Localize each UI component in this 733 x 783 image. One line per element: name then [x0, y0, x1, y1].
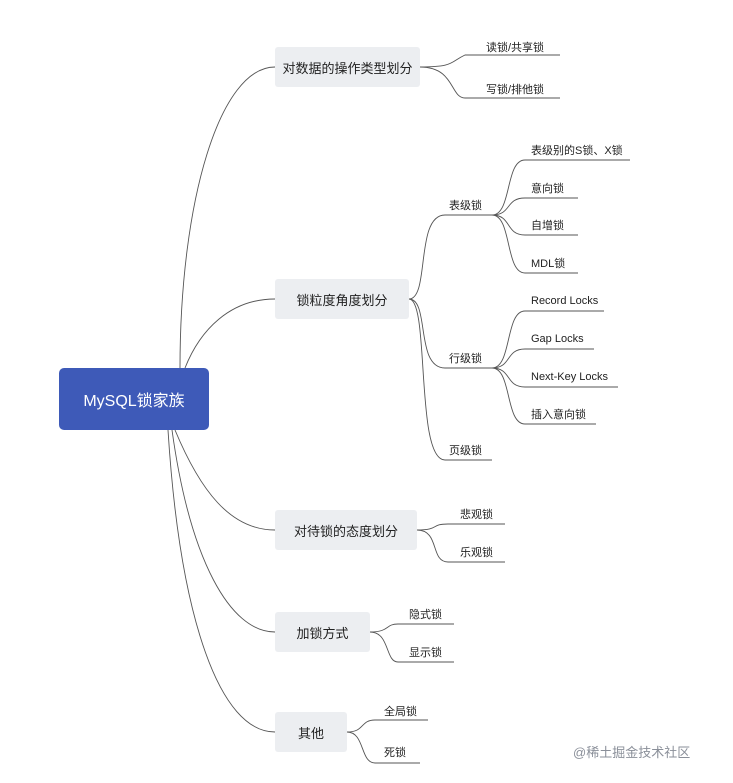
leaf-implicit-lock[interactable]: 隐式锁: [409, 609, 442, 621]
leaf-explicit-lock[interactable]: 显示锁: [409, 647, 442, 659]
connector-g0-c1: [491, 197, 578, 216]
leaf-record-locks[interactable]: Record Locks: [531, 295, 599, 307]
connector-b0: [419, 54, 560, 68]
connector-b4-c1: [346, 731, 420, 764]
leaf-deadlock[interactable]: 死锁: [384, 747, 406, 759]
connector-b1-g1: [408, 298, 492, 369]
leaf-auto-inc-lock[interactable]: 自增锁: [531, 220, 564, 232]
group-row-lock[interactable]: 行级锁: [449, 353, 482, 365]
connector-b2-c1: [416, 529, 505, 563]
leaf-write-lock[interactable]: 写锁/排他锁: [486, 84, 545, 96]
connector-g1-c0: [491, 310, 604, 369]
connector-b3-c1: [369, 631, 454, 663]
leaf-intention-lock[interactable]: 意向锁: [531, 183, 564, 195]
connector-g1-c2: [491, 367, 618, 388]
branch-other[interactable]: 其他: [275, 712, 347, 752]
leaf-insert-intention-lock[interactable]: 插入意向锁: [531, 409, 586, 421]
branch-operation-type[interactable]: 对数据的操作类型划分: [275, 47, 420, 87]
connector-root-b4: [167, 429, 276, 733]
group-page-lock[interactable]: 页级锁: [449, 445, 482, 457]
connector-g0-c2: [491, 214, 578, 236]
leaf-optimistic-lock[interactable]: 乐观锁: [460, 547, 493, 559]
connector-b0-c1: [419, 66, 560, 99]
connector-g0-c3: [491, 214, 578, 274]
connector-g1-c1: [491, 348, 594, 369]
leaf-global-lock[interactable]: 全局锁: [384, 706, 417, 718]
connector-b4-c0: [346, 719, 428, 733]
group-table-lock[interactable]: 表级锁: [449, 200, 482, 212]
root-node[interactable]: MySQL锁家族: [59, 368, 209, 430]
watermark: @稀土掘金技术社区: [573, 745, 691, 760]
connector-root-b2: [174, 429, 276, 531]
connector-root-b3: [171, 429, 276, 633]
leaf-read-lock[interactable]: 读锁/共享锁: [486, 42, 545, 54]
branch-granularity[interactable]: 锁粒度角度划分: [275, 279, 409, 319]
branch-lock-method[interactable]: 加锁方式: [275, 612, 370, 652]
leaf-pessimistic-lock[interactable]: 悲观锁: [460, 509, 493, 521]
branch-attitude[interactable]: 对待锁的态度划分: [275, 510, 417, 550]
leaf-gap-locks[interactable]: Gap Locks: [531, 333, 584, 345]
leaf-mdl-lock[interactable]: MDL锁: [531, 258, 566, 270]
connector-b2-c0: [416, 523, 505, 531]
connector-root-b1: [184, 298, 276, 369]
connector-g1-c3: [491, 367, 596, 425]
connector-b1-g0: [408, 214, 492, 300]
connector-b1-g2: [408, 298, 492, 461]
connector-b3-c0: [369, 623, 454, 633]
connector-root-b0: [179, 66, 276, 369]
leaf-next-key-locks[interactable]: Next-Key Locks: [531, 371, 609, 383]
leaf-table-sx-lock[interactable]: 表级别的S锁、X锁: [531, 145, 623, 157]
connector-g0-c0: [491, 159, 630, 216]
